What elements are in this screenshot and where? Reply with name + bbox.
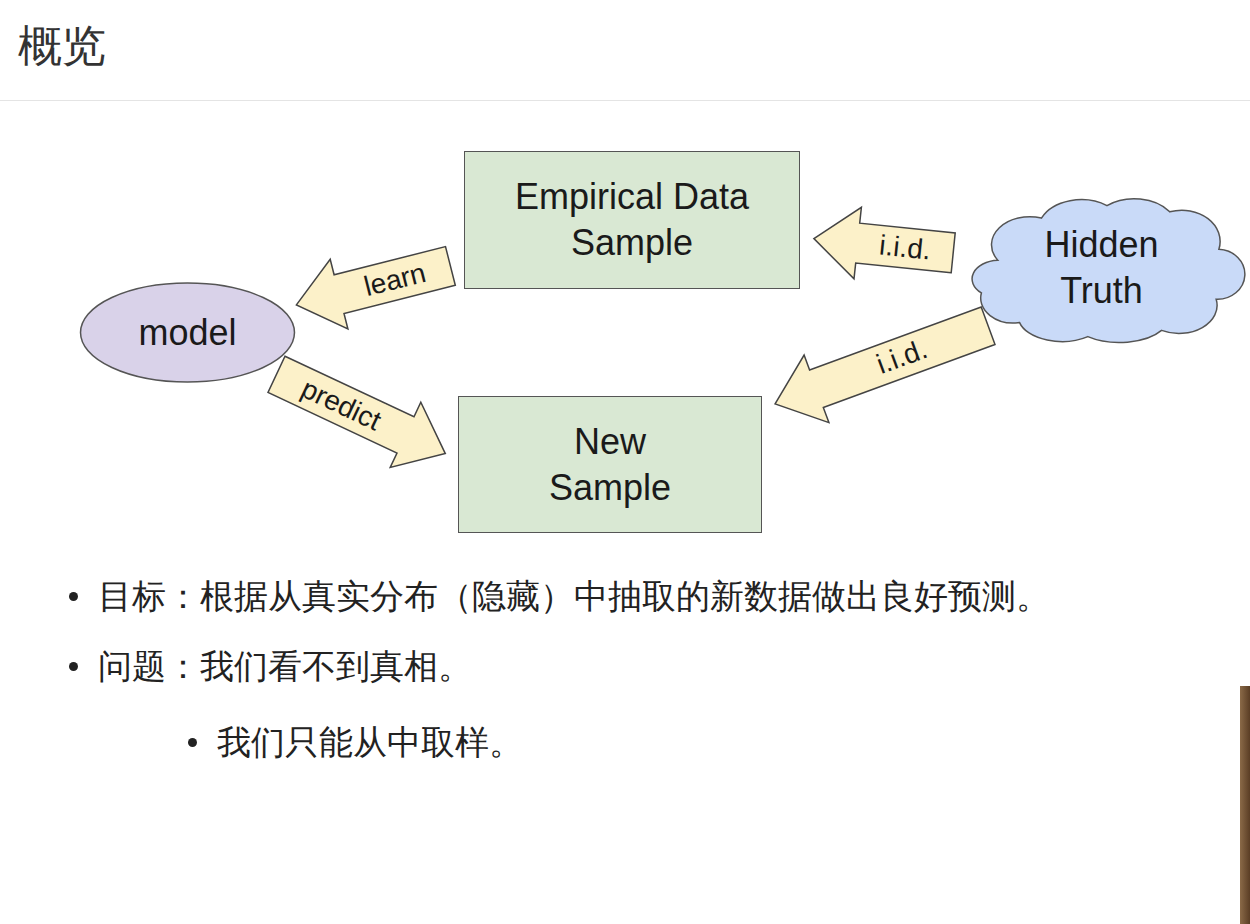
block-arrow: [268, 356, 445, 467]
block-arrow: [296, 247, 455, 329]
node-text: model: [138, 310, 236, 356]
edge-image-strip: [1240, 686, 1250, 924]
cloud-outline: [965, 190, 1238, 346]
cloud-shape: [972, 199, 1245, 343]
bullet-dot: [188, 738, 197, 747]
ellipse-shape: [81, 283, 295, 382]
data-box: New Sample: [458, 396, 762, 533]
node-text: New Sample: [515, 419, 705, 511]
bullet-dot: [69, 662, 78, 671]
page-title: 概览: [18, 18, 106, 74]
arrow-label: i.i.d.: [878, 230, 932, 265]
bullet-text: 目标：根据从真实分布（隐藏）中抽取的新数据做出良好预测。: [98, 576, 1050, 616]
model-ellipse: model: [79, 282, 296, 383]
bullet-dot: [69, 592, 78, 601]
bullet-text: 我们只能从中取样。: [217, 722, 523, 762]
data-box: Empirical Data Sample: [464, 151, 800, 289]
node-text: Hidden Truth: [1017, 222, 1187, 314]
block-arrow: [775, 307, 995, 423]
truth-cloud: Hidden Truth: [965, 190, 1238, 346]
bullet-text: 问题：我们看不到真相。: [98, 646, 472, 686]
node-text: Empirical Data Sample: [465, 174, 799, 266]
title-rule: [0, 100, 1250, 101]
block-arrow: [814, 207, 955, 279]
